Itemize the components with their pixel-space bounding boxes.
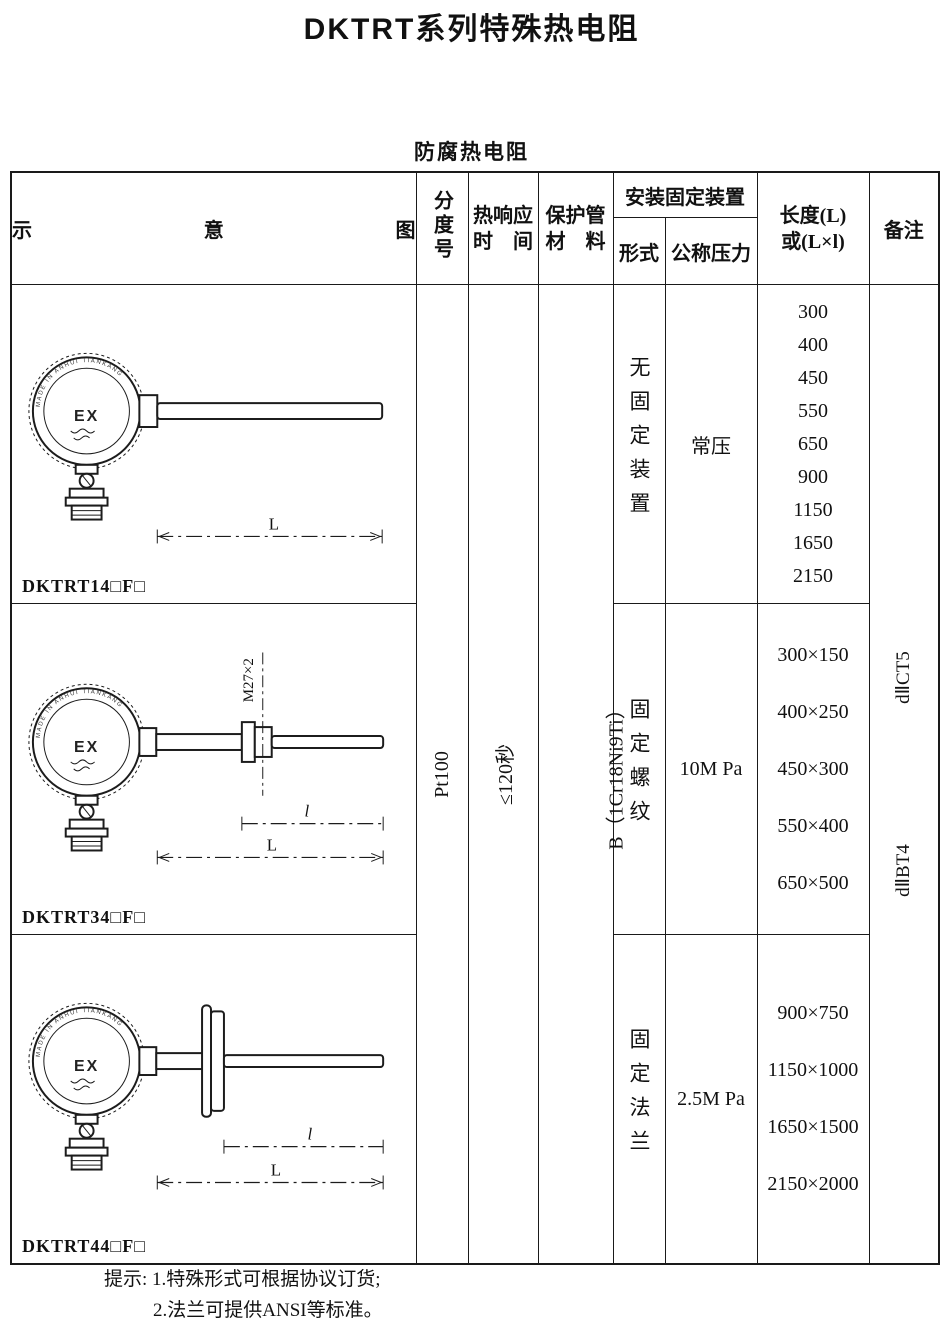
footer-notes: 提示: 1.特殊形式可根据协议订货; 2.法兰可提供ANSI等标准。 [104, 1264, 383, 1326]
table-row: l L DKTRT44□F□ 固定法兰 2.5M Pa [10, 934, 939, 1265]
dim-label-L: L [269, 514, 279, 533]
note-line-1: 提示: 1.特殊形式可根据协议订货; [104, 1269, 381, 1290]
model-label: DKTRT44□F□ [22, 1236, 147, 1256]
pressure-cell: 10M Pa [664, 603, 758, 935]
sensor-diagram-no-fixing: MADE IN ANHUI TIANKANG EX [27, 352, 384, 544]
response-time-cell: ≤120秒 [467, 284, 539, 1265]
model-label: DKTRT14□F□ [22, 576, 147, 596]
dim-label-L: L [267, 835, 277, 854]
diagram-cell-dktrt34: M27×2 l L D [10, 603, 417, 935]
diagram-cell-dktrt14: MADE IN ANHUI TIANKANG EX [10, 284, 417, 604]
length-value: 900 [798, 465, 828, 488]
probe-tube [156, 402, 384, 421]
length-value: 650×500 [777, 871, 849, 894]
dim-label-L: L [271, 1161, 281, 1180]
note-line-2: 2.法兰可提供ANSI等标准。 [153, 1300, 383, 1321]
tube-collar [138, 394, 159, 428]
remark-cell: dⅡCT5 dⅡBT4 [868, 284, 940, 1265]
header-diagram-char: 意 [203, 220, 224, 242]
sensor-diagram-threaded: M27×2 l L [27, 652, 385, 865]
length-value: 1650×1500 [767, 1116, 859, 1138]
probe-tube [222, 1054, 385, 1069]
probe-pipe [155, 733, 243, 751]
sensor-diagram-flanged: l L [27, 1002, 385, 1190]
page-title: DKTRT系列特殊热电阻 [303, 13, 640, 46]
form-cell: 固定螺纹 [612, 603, 666, 935]
header-length: 长度(L) 或(L×l) [756, 171, 870, 285]
header-graduation: 分度号 [415, 171, 469, 285]
dimension-line-l: l [241, 802, 384, 831]
length-value: 900×750 [777, 1002, 849, 1024]
length-cell: 300 400 450 550 650 900 1150 1650 2150 [756, 284, 870, 604]
dimension-line-L: L [156, 835, 384, 865]
dimension-line-L: L [156, 1161, 384, 1190]
remark-mark-bottom: dⅡBT4 [893, 844, 915, 897]
thread-label: M27×2 [241, 658, 257, 702]
header-diagram-char: 示 [12, 220, 32, 242]
flange [201, 1004, 225, 1118]
pressure-cell: 2.5M Pa [664, 934, 758, 1265]
spec-table: 示 意 图 分度号 热响应 时 间 保护管 材 料 安装固定装置 长度(L) 或… [10, 171, 940, 1265]
remark-mark-top: dⅡCT5 [893, 651, 915, 704]
length-value: 1150×1000 [767, 1059, 859, 1081]
dimension-line-L: L [156, 514, 383, 544]
header-response-time: 热响应 时 间 [467, 171, 539, 285]
length-value: 300×150 [777, 643, 849, 666]
header-mounting-device: 安装固定装置 [612, 171, 758, 218]
length-value: 650 [798, 432, 828, 455]
model-label: DKTRT34□F□ [22, 907, 147, 927]
probe-tube [270, 735, 385, 749]
length-value: 450×300 [777, 757, 849, 780]
table-row: M27×2 l L D [10, 603, 939, 935]
length-value: 400×250 [777, 700, 849, 723]
dimension-line-l: l [223, 1125, 384, 1154]
pressure-cell: 常压 [664, 284, 758, 604]
length-value: 550×400 [777, 814, 849, 837]
probe-pipe [155, 1052, 206, 1071]
header-mounting-form: 形式 [612, 217, 666, 285]
length-value: 2150 [793, 564, 833, 587]
table-caption: 防腐热电阻 [414, 140, 529, 164]
table-row: MADE IN ANHUI TIANKANG EX [10, 284, 940, 1265]
tube-collar [138, 1046, 158, 1077]
thread-nut [240, 721, 273, 763]
dim-label-l: l [305, 802, 310, 821]
header-diagram-char: 图 [395, 220, 416, 242]
length-value: 1150 [793, 498, 833, 521]
header-diagram: 示 意 图 [10, 171, 417, 285]
tube-collar [138, 727, 158, 757]
length-value: 450 [798, 366, 828, 389]
diagram-cell-dktrt44: l L DKTRT44□F□ [10, 934, 417, 1265]
length-value: 2150×2000 [767, 1173, 859, 1195]
graduation-cell: Pt100 [415, 284, 469, 1265]
header-nominal-pressure: 公称压力 [664, 217, 758, 285]
length-value: 550 [798, 399, 828, 422]
form-cell: 无固定装置 [612, 284, 666, 604]
form-cell: 固定法兰 [612, 934, 666, 1265]
length-cell: 300×150 400×250 450×300 550×400 650×500 [756, 603, 870, 935]
length-cell: 900×750 1150×1000 1650×1500 2150×2000 [756, 934, 870, 1265]
length-value: 300 [798, 300, 828, 323]
dim-label-l: l [308, 1125, 313, 1144]
length-value: 400 [798, 333, 828, 356]
header-remark: 备注 [868, 171, 940, 285]
length-value: 1650 [793, 531, 833, 554]
tube-material-cell: B（1Cr18Ni9Ti） [537, 284, 627, 1265]
header-tube-material: 保护管 材 料 [537, 171, 614, 285]
